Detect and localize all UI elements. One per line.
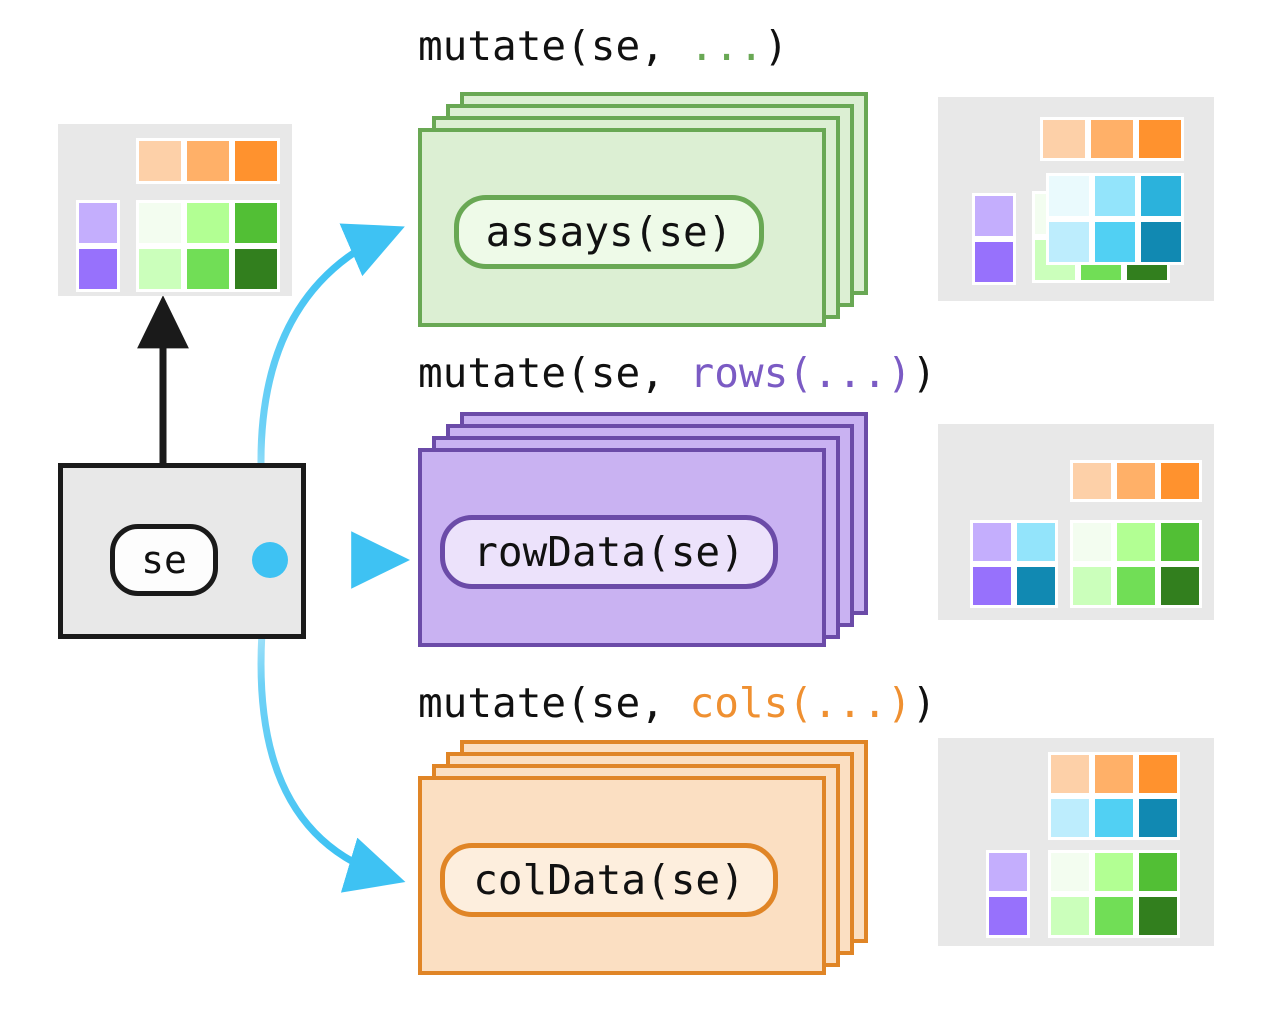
source-coldata-cell <box>136 138 184 184</box>
coldata-accessor-label: colData(se) <box>473 856 745 904</box>
result-rowdata-cell <box>972 239 1016 285</box>
result-assay-cell <box>1136 894 1180 938</box>
result-assay-cell <box>1158 564 1202 608</box>
caption-rows: mutate(se, rows(...)) <box>418 349 936 397</box>
result-rowdata-cell <box>986 894 1030 938</box>
result-added-assay-cell <box>1046 173 1092 219</box>
card-stack-rowdata: rowData(se) <box>418 412 868 647</box>
result-rowdata-grid <box>938 424 1214 620</box>
caption-prefix: mutate(se, <box>418 22 690 70</box>
result-assay-cell <box>1114 520 1158 564</box>
result-rowdata-cell <box>970 520 1014 564</box>
result-added-assay-cell <box>1046 219 1092 265</box>
caption-arg: cols(...) <box>689 679 912 727</box>
result-assay-cell <box>1070 564 1114 608</box>
result-assays-grid <box>938 97 1214 301</box>
caption-arg: rows(...) <box>689 349 912 397</box>
result-assay-cell <box>1048 894 1092 938</box>
result-coldata-cell <box>1070 460 1114 502</box>
result-coldata-cell <box>1088 117 1136 161</box>
result-added-assay-cell <box>1138 173 1184 219</box>
result-added-coldata-cell <box>1092 796 1136 840</box>
result-coldata-cell <box>1114 460 1158 502</box>
coldata-accessor-pill[interactable]: colData(se) <box>440 843 778 917</box>
result-assay-cell <box>1048 850 1092 894</box>
card-stack-assays: assays(se) <box>418 92 868 327</box>
result-coldata-cell <box>1136 752 1180 796</box>
caption-suffix: ) <box>911 349 937 397</box>
assays-accessor-pill[interactable]: assays(se) <box>454 195 764 269</box>
rowdata-accessor-pill[interactable]: rowData(se) <box>440 515 778 589</box>
result-coldata-cell <box>1136 117 1184 161</box>
source-se-grid <box>58 124 292 296</box>
result-added-rowdata-cell <box>1014 520 1058 564</box>
caption-prefix: mutate(se, <box>418 679 690 727</box>
source-assay-cell <box>136 200 184 246</box>
result-added-assay-cell <box>1092 173 1138 219</box>
assays-accessor-label: assays(se) <box>485 208 733 256</box>
caption-suffix: ) <box>911 679 937 727</box>
source-coldata-cell <box>184 138 232 184</box>
result-added-assay-cell <box>1092 219 1138 265</box>
rowdata-accessor-label: rowData(se) <box>473 528 745 576</box>
result-coldata-cell <box>1092 752 1136 796</box>
result-assay-cell <box>1092 850 1136 894</box>
result-rowdata-cell <box>970 564 1014 608</box>
caption-cols: mutate(se, cols(...)) <box>418 679 936 727</box>
card-stack-coldata: colData(se) <box>418 740 868 975</box>
source-rowdata-cell <box>76 246 120 292</box>
se-node[interactable]: se <box>110 524 218 596</box>
source-rowdata-cell <box>76 200 120 246</box>
result-coldata-cell <box>1158 460 1202 502</box>
result-added-coldata-cell <box>1136 796 1180 840</box>
caption-suffix: ) <box>763 22 789 70</box>
source-assay-cell <box>232 200 280 246</box>
caption-prefix: mutate(se, <box>418 349 690 397</box>
result-assay-cell <box>1158 520 1202 564</box>
source-assay-cell <box>184 200 232 246</box>
result-assay-cell <box>1114 564 1158 608</box>
result-coldata-grid <box>938 738 1214 946</box>
result-assay-cell <box>1070 520 1114 564</box>
caption-assays: mutate(se, ...) <box>418 22 788 70</box>
branch-point-dot[interactable] <box>252 542 288 578</box>
result-rowdata-cell <box>986 850 1030 894</box>
result-coldata-cell <box>1040 117 1088 161</box>
se-node-label: se <box>141 538 187 582</box>
result-added-rowdata-cell <box>1014 564 1058 608</box>
result-assay-cell <box>1136 850 1180 894</box>
caption-arg: ... <box>689 22 764 70</box>
source-assay-cell <box>136 246 184 292</box>
result-added-coldata-cell <box>1048 796 1092 840</box>
result-assay-cell <box>1092 894 1136 938</box>
result-coldata-cell <box>1048 752 1092 796</box>
source-coldata-cell <box>232 138 280 184</box>
source-assay-cell <box>232 246 280 292</box>
source-assay-cell <box>184 246 232 292</box>
result-rowdata-cell <box>972 193 1016 239</box>
result-added-assay-cell <box>1138 219 1184 265</box>
